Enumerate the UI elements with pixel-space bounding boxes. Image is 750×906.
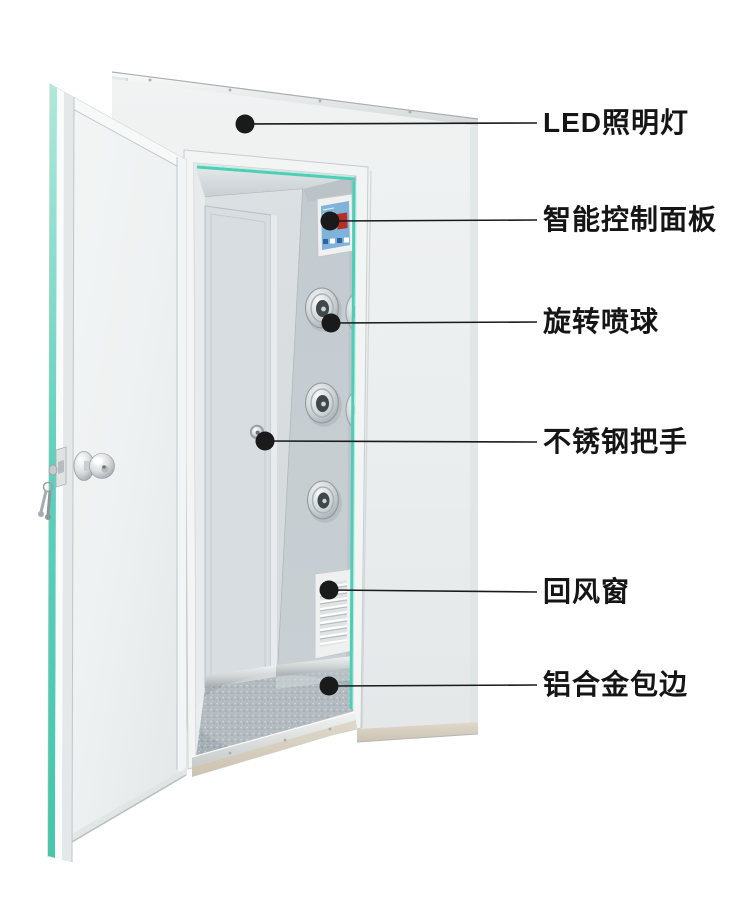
callout-line-control-panel <box>329 219 538 222</box>
teal-edge-seals <box>196 164 357 710</box>
keys <box>38 481 54 520</box>
callout-dot-return-air-window <box>319 580 339 600</box>
chamber-floor <box>196 668 353 757</box>
callout-markers <box>244 122 538 687</box>
callout-line-door-handle <box>264 440 538 443</box>
right-cove-trim <box>276 656 353 677</box>
callout-dot-led-light <box>235 114 255 134</box>
callout-label-led-light: LED照明灯 <box>543 107 690 138</box>
threshold <box>191 711 357 777</box>
door-latch-lock <box>48 446 67 488</box>
callout-label-aluminum-edging: 铝合金包边 <box>543 669 689 700</box>
spray-nozzle-2 <box>305 382 342 427</box>
open-door <box>38 83 187 863</box>
left-jamb-face <box>194 163 205 757</box>
base-strip-right <box>357 722 478 742</box>
chamber-ceiling <box>194 163 356 197</box>
callout-label-spray-nozzle: 旋转喷球 <box>543 306 660 337</box>
spray-nozzle-3 <box>307 480 342 523</box>
callout-dot-door-handle <box>255 431 275 451</box>
callout-dot-aluminum-edging <box>319 676 339 696</box>
callout-label-return-air-window: 回风窗 <box>543 576 631 607</box>
callout-line-led-light <box>244 122 538 125</box>
back-cove-trim <box>205 665 276 688</box>
callout-dot-control-panel <box>320 211 340 231</box>
callout-label-door-handle: 不锈钢把手 <box>543 426 689 457</box>
door-knob <box>73 451 115 481</box>
callout-label-control-panel: 智能控制面板 <box>543 204 718 235</box>
callout-line-spray-nozzle <box>330 321 538 324</box>
callout-dots <box>235 114 341 696</box>
callout-dot-spray-nozzle <box>321 313 341 333</box>
callout-line-return-air-window <box>328 589 538 593</box>
callout-line-aluminum-edging <box>328 684 538 687</box>
roof-edge-strip <box>112 72 478 128</box>
chamber-interior <box>194 163 356 757</box>
